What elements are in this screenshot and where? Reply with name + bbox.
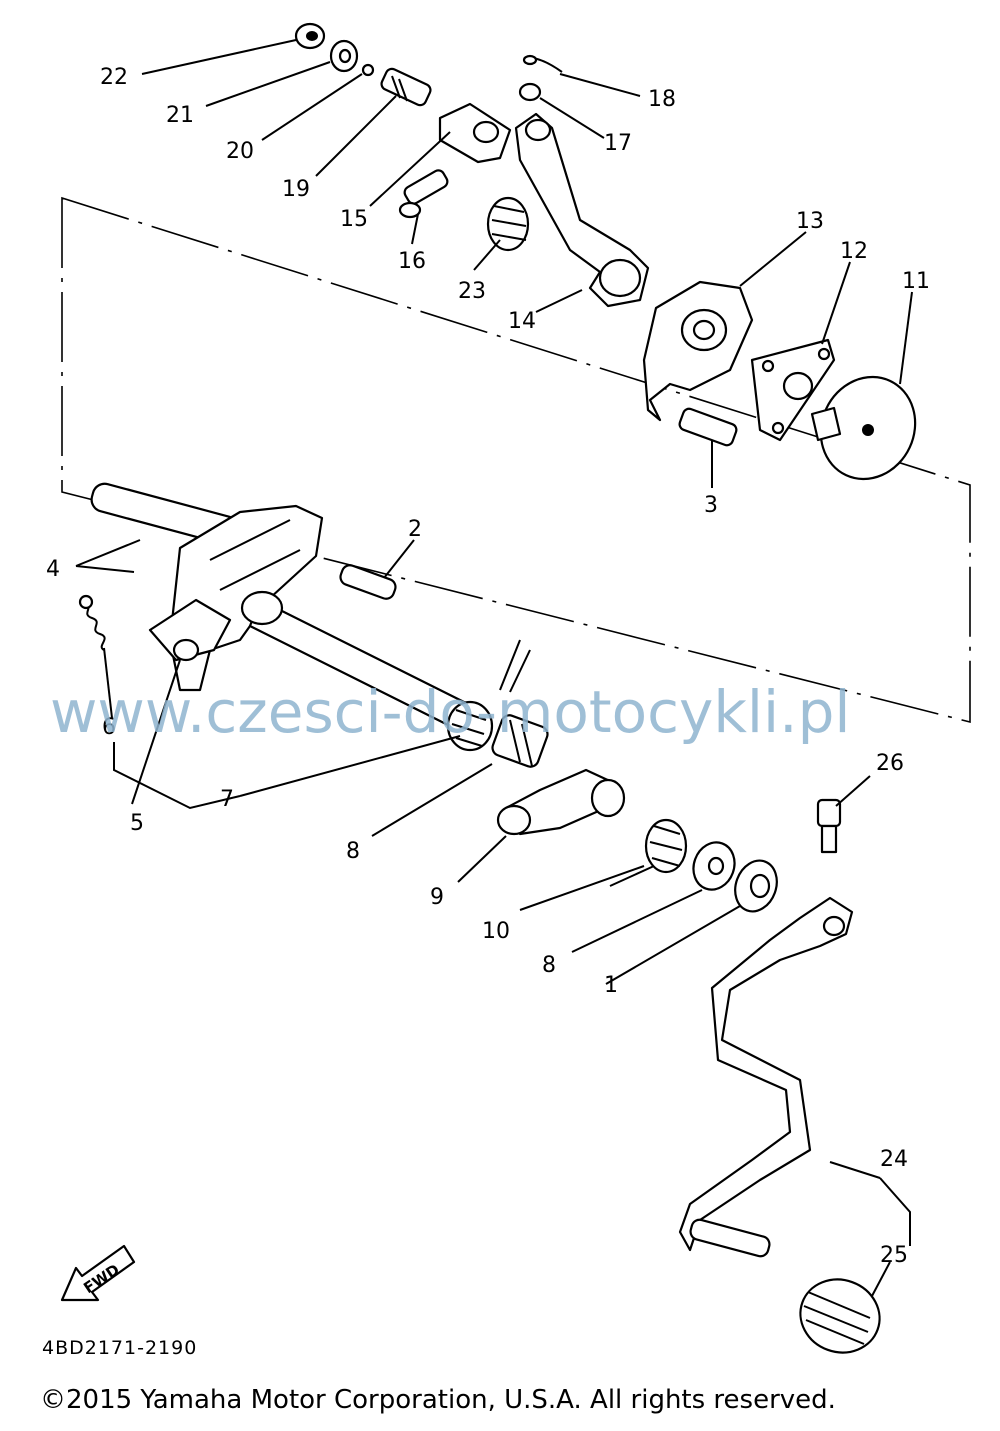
callout-labels: 1 2 3 4 5 6 7 8 8 9 10 11 12 13 14 15 16… [46, 65, 930, 1268]
cotter-pin-18 [522, 54, 563, 73]
plate-12 [750, 338, 836, 442]
bolt-19 [380, 67, 432, 107]
callout-11: 11 [902, 269, 930, 294]
callout-13: 13 [796, 209, 824, 234]
pin-16 [398, 169, 449, 219]
callout-8b: 8 [542, 953, 556, 978]
callout-3: 3 [704, 493, 718, 518]
callout-17: 17 [604, 131, 632, 156]
stopper-plate-13 [642, 280, 754, 422]
joint-15 [438, 102, 512, 164]
fwd-arrow-icon: FWD [60, 1244, 136, 1302]
washer-8b [692, 841, 736, 891]
callout-14: 14 [508, 309, 536, 334]
reference-frame [61, 196, 971, 724]
segment-11 [810, 375, 917, 481]
o-ring-20 [361, 63, 375, 77]
callout-20: 20 [226, 139, 254, 164]
spring-23 [486, 196, 530, 252]
bolt-26 [816, 798, 842, 854]
nut-22 [294, 22, 326, 50]
callout-18: 18 [648, 87, 676, 112]
callout-21: 21 [166, 103, 194, 128]
callout-23: 23 [458, 279, 486, 304]
callout-7: 7 [220, 787, 234, 812]
watermark: www.czesci-do-motocykli.pl [50, 678, 851, 746]
callout-16: 16 [398, 249, 426, 274]
callout-19: 19 [282, 177, 310, 202]
shift-arm-9 [496, 768, 626, 836]
diagram-code: 4BD2171-2190 [42, 1337, 197, 1359]
shift-pedal-24 [678, 896, 854, 1258]
callout-10: 10 [482, 919, 510, 944]
spline-end [491, 639, 549, 768]
oil-seal-8 [446, 700, 494, 752]
pedal-rubber-25 [799, 1278, 881, 1354]
callout-9: 9 [430, 885, 444, 910]
callout-4: 4 [46, 557, 60, 582]
copyright-notice: ©2015 Yamaha Motor Corporation, U.S.A. A… [40, 1385, 836, 1415]
callout-2: 2 [408, 517, 422, 542]
pawl-plate-5 [148, 598, 232, 662]
shift-arm-14 [514, 112, 650, 308]
washer-21 [329, 39, 359, 73]
callout-12: 12 [840, 239, 868, 264]
callout-1: 1 [604, 973, 618, 998]
callout-6: 6 [102, 715, 116, 740]
callout-22: 22 [100, 65, 128, 90]
callout-25: 25 [880, 1243, 908, 1268]
spring-10 [609, 818, 688, 887]
spring-6 [78, 594, 106, 651]
callout-5: 5 [130, 811, 144, 836]
pin-3 [678, 407, 738, 447]
collar-1 [734, 859, 778, 913]
washer-17 [518, 82, 542, 102]
leader-lines [75, 39, 913, 1297]
callout-26: 26 [876, 751, 904, 776]
pin-2 [339, 564, 397, 600]
callout-15: 15 [340, 207, 368, 232]
callout-8a: 8 [346, 839, 360, 864]
callout-24: 24 [880, 1147, 908, 1172]
